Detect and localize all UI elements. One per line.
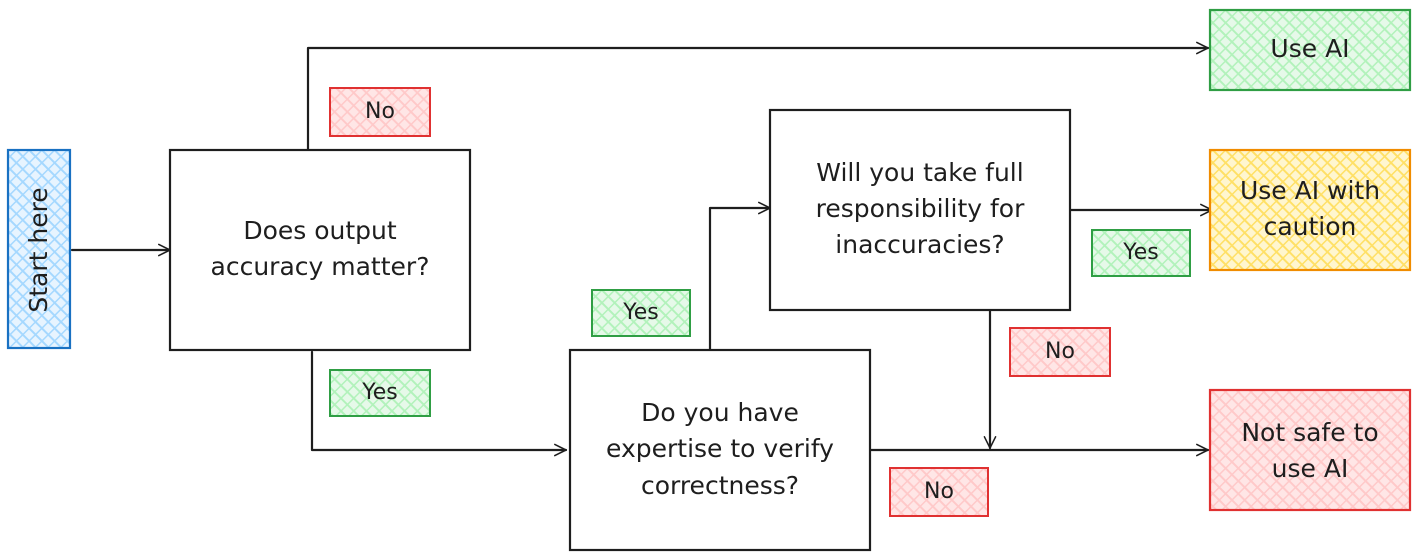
edge-accuracy-yes-to-expertise bbox=[310, 350, 568, 457]
edge-label-expertise-no: No bbox=[889, 467, 989, 517]
outcome-caution-line-1: Use AI with bbox=[1240, 176, 1380, 205]
decision-expertise-node: Do you have expertise to verify correctn… bbox=[568, 348, 872, 552]
decision-accuracy-node: Does output accuracy matter? bbox=[168, 148, 472, 352]
edge-label-responsibility-yes: Yes bbox=[1091, 229, 1191, 277]
edge-label-accuracy-no-text: No bbox=[365, 99, 395, 124]
start-node-label: Start here bbox=[24, 187, 53, 312]
decision-accuracy-line-2: accuracy matter? bbox=[211, 252, 430, 281]
outcome-caution-line-2: caution bbox=[1264, 212, 1357, 241]
edge-label-accuracy-yes: Yes bbox=[329, 369, 431, 417]
edge-label-expertise-yes-text: Yes bbox=[622, 300, 659, 325]
decision-expertise-line-3: correctness? bbox=[641, 471, 799, 500]
edge-label-expertise-no-text: No bbox=[924, 479, 954, 504]
decision-expertise-line-1: Do you have bbox=[641, 398, 799, 427]
decision-accuracy-line-1: Does output bbox=[243, 216, 397, 245]
edge-label-accuracy-yes-text: Yes bbox=[361, 380, 398, 405]
outcome-use-ai-label: Use AI bbox=[1270, 34, 1349, 63]
edge-accuracy-no-to-use-ai bbox=[306, 41, 1210, 152]
outcome-not-safe-line-1: Not safe to bbox=[1241, 418, 1378, 447]
outcome-not-safe: Not safe to use AI bbox=[1208, 388, 1412, 512]
edge-label-accuracy-no: No bbox=[329, 87, 431, 137]
decision-expertise-line-2: expertise to verify bbox=[606, 434, 834, 463]
decision-responsibility-node: Will you take full responsibility for in… bbox=[768, 108, 1072, 312]
start-node: Start here bbox=[6, 148, 72, 350]
edge-label-responsibility-no: No bbox=[1009, 327, 1111, 377]
connectors bbox=[70, 41, 1214, 457]
outcome-not-safe-line-2: use AI bbox=[1272, 454, 1349, 483]
edge-expertise-yes-to-responsibility bbox=[708, 201, 772, 352]
decision-responsibility-line-2: responsibility for bbox=[816, 194, 1025, 223]
edge-label-expertise-yes: Yes bbox=[591, 289, 691, 337]
decision-responsibility-line-1: Will you take full bbox=[816, 158, 1023, 187]
outcome-use-ai-with-caution: Use AI with caution bbox=[1208, 148, 1412, 272]
edge-label-responsibility-no-text: No bbox=[1045, 339, 1075, 364]
edge-label-responsibility-yes-text: Yes bbox=[1122, 240, 1159, 265]
outcome-use-ai: Use AI bbox=[1208, 8, 1412, 92]
decision-responsibility-line-3: inaccuracies? bbox=[835, 230, 1004, 259]
